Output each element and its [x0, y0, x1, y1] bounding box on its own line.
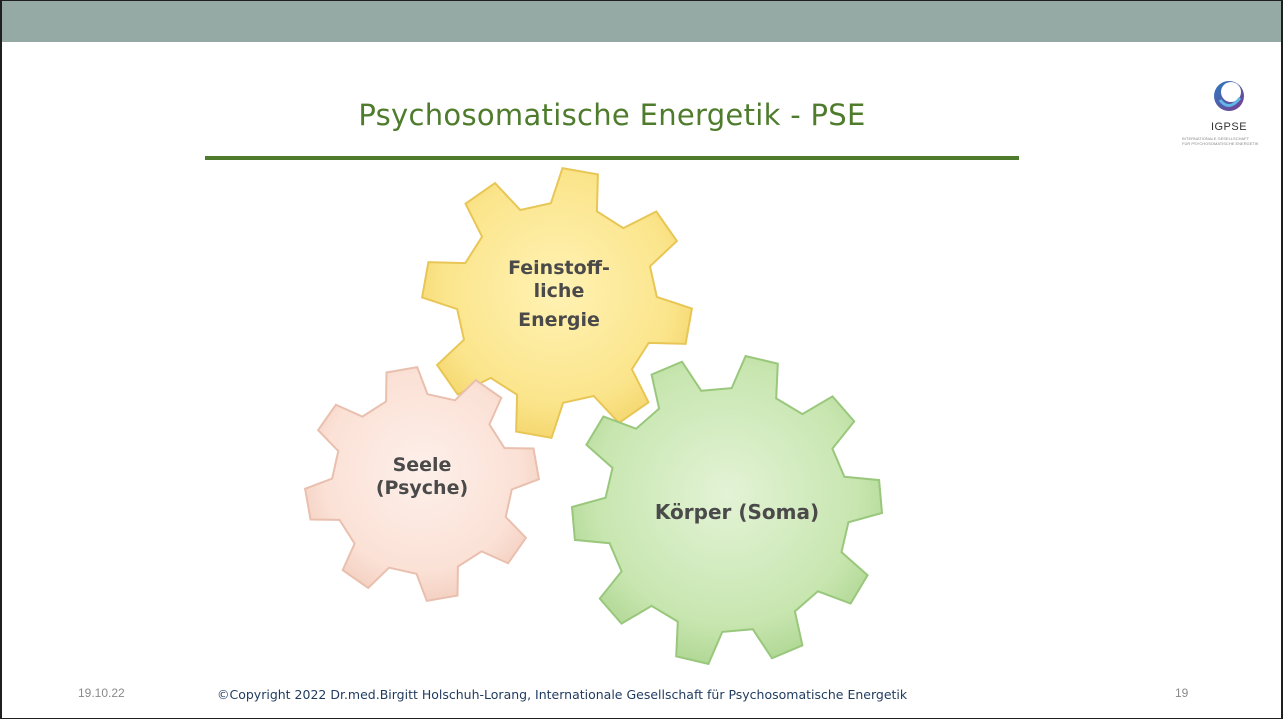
gear-label-energie-line1: Feinstoff- [508, 257, 610, 279]
logo-subtitle-line1: INTERNATIONALE GESELLSCHAFT [1182, 136, 1250, 141]
slide-top-bar [2, 0, 1281, 42]
igpse-logo: IGPSE INTERNATIONALE GESELLSCHAFT FÜR PS… [1182, 70, 1278, 180]
title-underline [205, 156, 1019, 160]
gear-label-koerper: Körper (Soma) [612, 500, 862, 524]
gear-label-energie-line2: liche [533, 279, 585, 302]
footer-page-number: 19 [1175, 686, 1189, 700]
gear-energie [420, 166, 694, 440]
gear-label-koerper-line1: Körper (Soma) [654, 500, 820, 524]
gear-label-energie-line3: Energie [518, 308, 600, 331]
footer-copyright: ©Copyright 2022 Dr.med.Birgitt Holschuh-… [217, 687, 908, 702]
gear-label-seele-line1: Seele [392, 454, 452, 476]
gear-label-seele: Seele (Psyche) [342, 454, 502, 500]
logo-subtitle: INTERNATIONALE GESELLSCHAFT FÜR PSYCHOSO… [1182, 136, 1281, 146]
footer-date: 19.10.22 [78, 686, 125, 700]
gear-seele [303, 365, 541, 603]
logo-subtitle-line2: FÜR PSYCHOSOMATISCHE ENERGETIK [1182, 141, 1259, 146]
logo-name: IGPSE [1210, 121, 1248, 133]
gear-label-seele-line2: (Psyche) [375, 476, 469, 499]
gear-koerper [570, 354, 884, 666]
gear-label-energie: Feinstoff- liche Energie [474, 257, 644, 331]
igpse-logo-icon [1214, 81, 1244, 111]
slide-title: Psychosomatische Energetik - PSE [358, 98, 866, 132]
